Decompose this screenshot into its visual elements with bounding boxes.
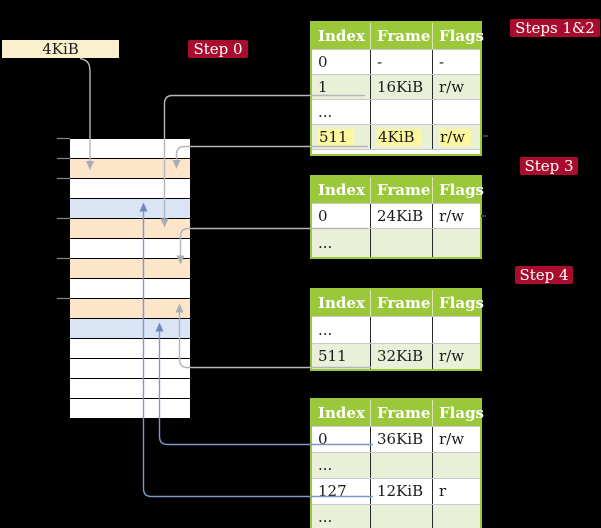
table-row: ...: [312, 452, 480, 478]
table-row: 0 - -: [312, 49, 480, 74]
clipped-row: [312, 149, 480, 154]
cell-flags: r/w: [432, 75, 480, 99]
memory-row-44kib: [70, 359, 190, 379]
cell-index: 127: [318, 482, 347, 500]
cell-frame: 16KiB: [370, 75, 432, 99]
cell-frame: [370, 453, 432, 478]
table-row: ...: [312, 228, 480, 257]
cell-index: 0: [318, 52, 328, 71]
memory-row-32kib: [70, 299, 190, 319]
page-size-label: 4KiB: [42, 39, 79, 58]
cell-index: 1: [318, 77, 328, 96]
table-header-row: Index Frame Flags: [312, 177, 484, 203]
memory-tick-marks: [57, 137, 70, 300]
column-header-flags: Flags: [432, 177, 484, 203]
badge-step-0: Step 0: [188, 40, 248, 58]
memory-row-40kib: [70, 339, 190, 359]
cell-index: ...: [318, 233, 333, 252]
cell-frame: 12KiB: [370, 479, 432, 504]
memory-row-28kib: [70, 279, 190, 299]
column-header-index: Index: [318, 403, 365, 422]
page-table-level3: Index Frame Flags ... 511 32KiB r/w: [310, 288, 484, 371]
column-header-frame: Frame: [370, 290, 432, 316]
cell-frame: [370, 229, 432, 257]
cell-frame: 36KiB: [370, 427, 432, 452]
memory-row-0kib: [70, 139, 190, 159]
memory-row-20kib: [70, 239, 190, 259]
cell-index: ...: [318, 456, 333, 474]
cell-flags: [432, 453, 480, 478]
table-header-row: Index Frame Flags: [312, 23, 484, 49]
cell-frame: [370, 317, 432, 343]
page-size-box: 4KiB: [2, 40, 119, 58]
memory-row-52kib: [70, 399, 190, 419]
memory-row-12kib: [70, 199, 190, 219]
column-header-index: Index: [318, 26, 365, 45]
badge-step-3-label: Step 3: [524, 156, 574, 175]
column-header-frame: Frame: [370, 23, 432, 49]
cell-frame: 32KiB: [370, 344, 432, 369]
table-row: ...: [312, 99, 480, 124]
memory-row-16kib: [70, 219, 190, 239]
cell-flags: [432, 100, 480, 124]
memory-row-36kib: [70, 319, 190, 339]
table-row: 511 32KiB r/w: [312, 343, 480, 369]
cell-index: ...: [318, 508, 333, 526]
cell-flags: -: [432, 50, 480, 74]
column-header-frame: Frame: [370, 177, 432, 203]
memory-row-48kib: [70, 379, 190, 399]
badge-steps-1-2: Steps 1&2: [510, 19, 600, 37]
cell-flags: r/w: [432, 427, 480, 452]
cell-frame: -: [370, 50, 432, 74]
cell-index: 0: [318, 206, 328, 225]
badge-step-0-label: Step 0: [193, 39, 243, 58]
memory-row-8kib: [70, 179, 190, 199]
highlight-mark: 4KiB: [377, 128, 421, 146]
cell-frame: 4KiB: [370, 125, 432, 149]
highlight-mark: r/w: [439, 128, 472, 146]
cell-flags: [432, 505, 480, 528]
table-row: 1 16KiB r/w: [312, 74, 480, 99]
cell-flags: r: [432, 479, 480, 504]
page-table-leaf: Index Frame Flags 0 36KiB r/w ... 127 12…: [310, 398, 484, 528]
cell-frame: [370, 100, 432, 124]
memory-row-24kib: [70, 259, 190, 279]
memory-row-4kib: [70, 159, 190, 179]
table-row: 0 36KiB r/w: [312, 426, 480, 452]
column-header-index: Index: [318, 293, 365, 312]
cell-flags: r/w: [432, 344, 480, 369]
table-row: 0 24KiB r/w: [312, 203, 480, 228]
badge-step-3: Step 3: [520, 157, 578, 175]
column-header-flags: Flags: [432, 23, 484, 49]
badge-step-4: Step 4: [515, 266, 573, 284]
page-table-root: Index Frame Flags 0 - - 1 16KiB r/w ... …: [310, 21, 484, 156]
cell-index: ...: [318, 320, 333, 339]
cell-flags: [432, 229, 480, 257]
physical-memory-column: [70, 138, 190, 419]
table-row-highlighted: 511 4KiB r/w: [312, 124, 480, 149]
column-header-flags: Flags: [432, 290, 484, 316]
cell-index: 511: [312, 125, 370, 149]
cell-flags: r/w: [432, 204, 480, 228]
cell-flags: r/w: [432, 125, 480, 149]
table-row: 127 12KiB r: [312, 478, 480, 504]
cell-index: ...: [318, 102, 333, 121]
cell-frame: 24KiB: [370, 204, 432, 228]
cell-index: 511: [318, 347, 347, 365]
cell-flags: [432, 317, 480, 343]
column-header-index: Index: [318, 180, 365, 199]
table-header-row: Index Frame Flags: [312, 290, 484, 316]
badge-steps-1-2-label: Steps 1&2: [515, 18, 595, 37]
table-row: ...: [312, 504, 480, 528]
page-table-level2: Index Frame Flags 0 24KiB r/w ...: [310, 175, 484, 259]
table-row: ...: [312, 316, 480, 343]
column-header-flags: Flags: [432, 400, 484, 426]
cell-index: 0: [318, 430, 328, 448]
row-stub-marks: [481, 135, 488, 217]
column-header-frame: Frame: [370, 400, 432, 426]
badge-step-4-label: Step 4: [519, 265, 569, 284]
highlight-mark: 511: [318, 128, 354, 146]
cell-frame: [370, 505, 432, 528]
table-header-row: Index Frame Flags: [312, 400, 484, 426]
